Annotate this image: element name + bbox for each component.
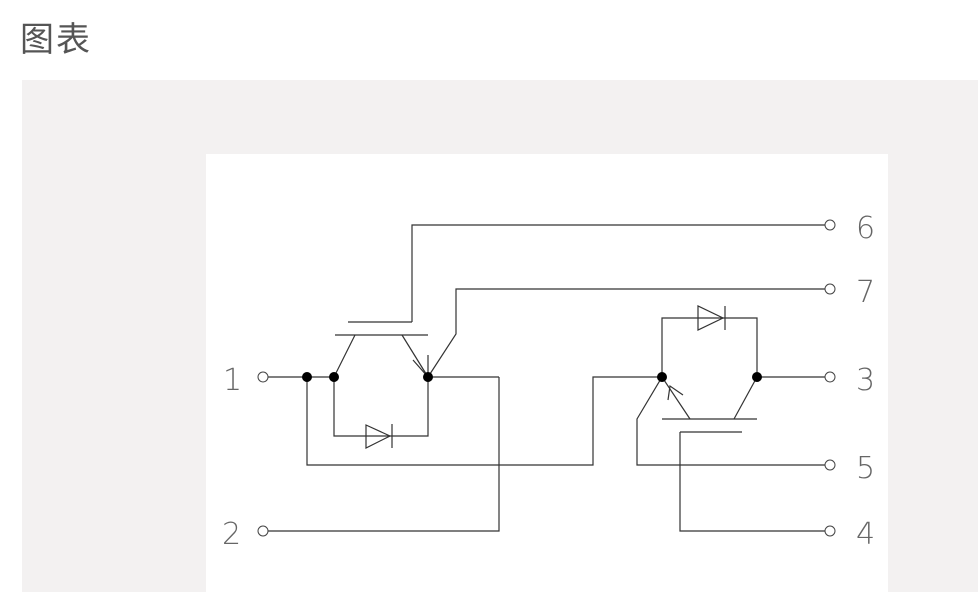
terminal-7 [824,283,836,295]
junction-dot [752,372,762,382]
pin-label-6: 6 [856,211,875,246]
pin-label-1: 1 [223,363,242,398]
junction-dot [329,372,339,382]
pin-label-4: 4 [856,517,875,552]
junction-dot [657,372,667,382]
diode-left-body [365,424,392,449]
collector-left [333,334,356,378]
terminal-1 [257,371,269,383]
diagram-card [206,154,888,592]
diode-loop-left [333,377,429,437]
page-title: 图表 [20,20,92,60]
emitter-right [661,376,691,420]
diode-right-body [697,305,725,331]
terminal-4 [824,525,836,537]
collector-right [733,376,758,420]
junction-dot [423,372,433,382]
diode-loop-right [661,317,758,377]
terminal-2 [257,525,269,537]
junction-dot [302,372,312,382]
wire-to-pin4 [679,432,826,532]
wire-bottom-bridge [306,376,662,466]
wire-emitter-left [427,288,826,378]
terminal-3 [824,371,836,383]
terminal-5 [824,459,836,471]
wire-to-pin5 [636,376,826,466]
terminal-6 [824,219,836,231]
pin-label-2: 2 [222,517,241,552]
emitter-left [401,334,429,378]
wire-gate-left [411,224,826,322]
pin-label-5: 5 [856,451,875,486]
pin-label-3: 3 [856,363,875,398]
pin-label-7: 7 [856,275,875,310]
wire-to-pin2 [268,377,500,532]
emitter-arrow-right [667,384,684,401]
